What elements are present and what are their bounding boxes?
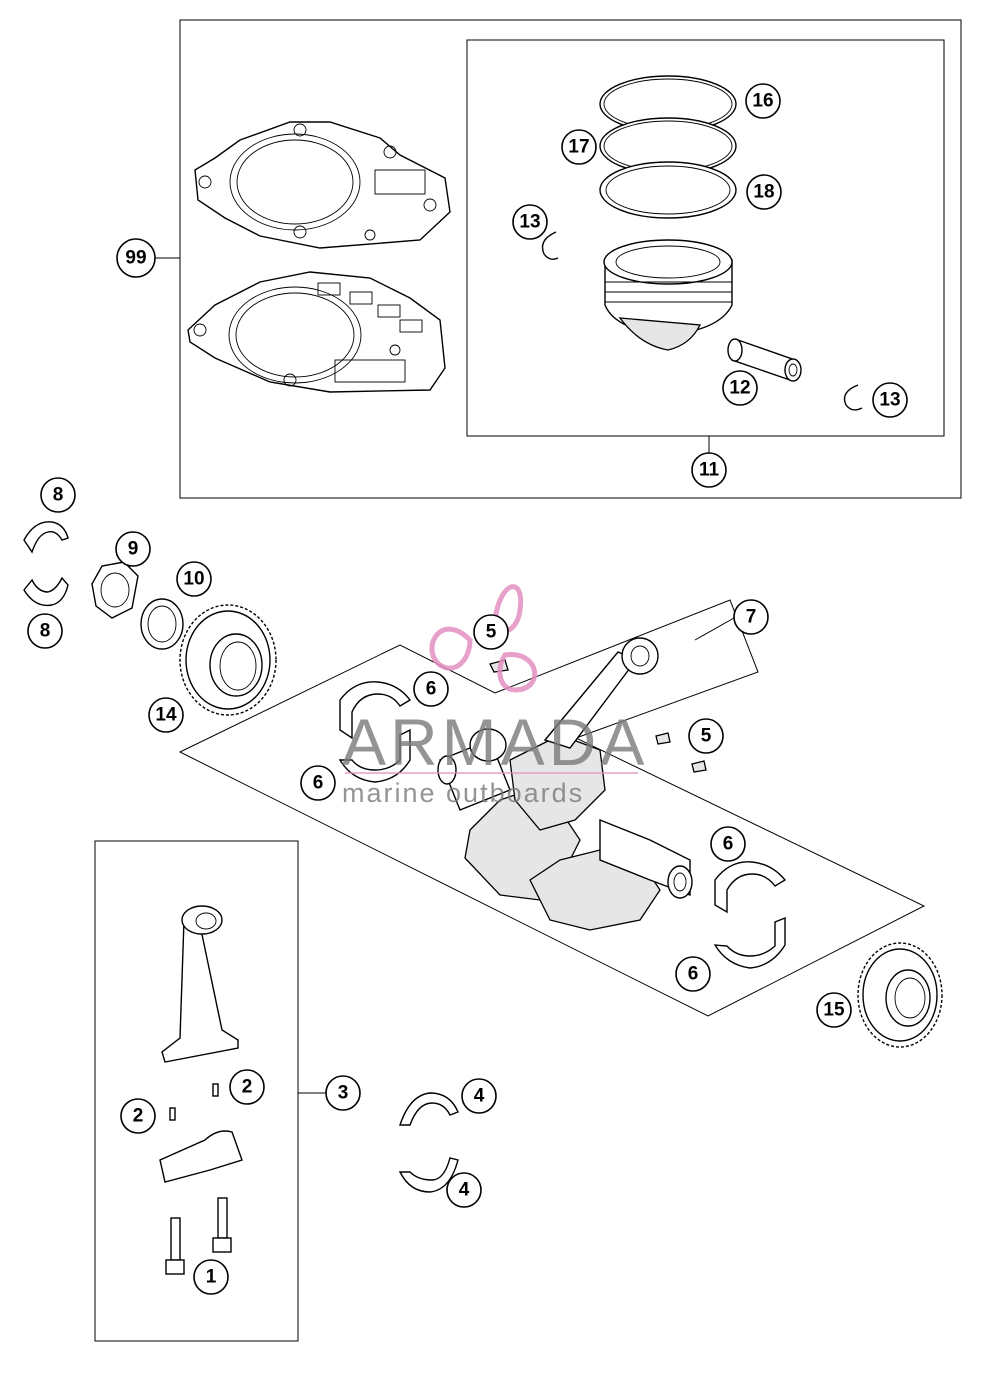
conrod-kit-frame: [94, 840, 299, 1342]
callout-4: 4: [461, 1078, 497, 1114]
woodruff-key-right-lower: [691, 760, 707, 773]
svg-text:1: 1: [206, 1267, 217, 1288]
svg-text:18: 18: [753, 182, 774, 203]
balancer-gear: [857, 942, 943, 1048]
svg-text:5: 5: [701, 726, 712, 747]
connecting-rod-installed: [543, 637, 659, 749]
leader-lines: [155, 257, 735, 1094]
svg-text:13: 13: [879, 390, 900, 411]
callout-13: 13: [872, 382, 908, 418]
svg-text:13: 13: [519, 212, 540, 233]
circlip-right: [843, 384, 863, 411]
callout-5: 5: [688, 718, 724, 754]
callout-9: 9: [115, 531, 151, 567]
rod-bolts: [165, 1197, 232, 1275]
hex-nut: [91, 561, 139, 619]
bearing-shell-upper: [23, 521, 69, 554]
svg-text:14: 14: [155, 705, 177, 726]
crankshaft: [437, 728, 693, 931]
svg-text:4: 4: [459, 1180, 470, 1201]
connecting-rod-cap: [159, 1130, 243, 1183]
callout-8: 8: [40, 477, 76, 513]
svg-text:9: 9: [128, 539, 139, 560]
washer: [140, 598, 184, 650]
primary-gear: [179, 604, 277, 716]
svg-text:2: 2: [242, 1077, 253, 1098]
callout-14: 14: [148, 697, 184, 733]
svg-text:99: 99: [125, 248, 146, 269]
rod-bearing-upper: [399, 1092, 459, 1126]
callout-10: 10: [176, 561, 212, 597]
callout-8: 8: [27, 613, 63, 649]
svg-text:8: 8: [53, 485, 64, 506]
callout-6: 6: [300, 765, 336, 801]
callout-4: 4: [446, 1172, 482, 1208]
callout-13: 13: [512, 204, 548, 240]
circlip-left: [541, 231, 559, 261]
cylinder-head-gasket-upper: [194, 121, 451, 249]
callout-17: 17: [561, 129, 597, 165]
svg-text:17: 17: [568, 137, 589, 158]
svg-text:6: 6: [313, 773, 324, 794]
svg-text:2: 2: [133, 1106, 144, 1127]
crank-bearing-left-upper: [339, 681, 412, 740]
svg-text:6: 6: [723, 834, 734, 855]
svg-text:10: 10: [183, 569, 204, 590]
callout-6: 6: [413, 671, 449, 707]
svg-text:3: 3: [338, 1083, 349, 1104]
crank-bearing-right-upper: [714, 861, 787, 914]
crank-bearing-right-lower: [713, 916, 786, 969]
callout-7: 7: [733, 599, 769, 635]
svg-text:6: 6: [426, 679, 437, 700]
piston-pin: [727, 338, 802, 382]
callout-6: 6: [675, 956, 711, 992]
watermark-title: ARMADA: [342, 705, 648, 779]
cylinder-base-gasket-lower: [187, 271, 446, 393]
callout-18: 18: [746, 174, 782, 210]
callout-16: 16: [745, 83, 781, 119]
crankshaft-assembly-frame: [178, 599, 926, 1017]
rod-bearing-lower: [398, 1157, 459, 1193]
piston: [603, 239, 733, 351]
callout-2: 2: [120, 1098, 156, 1134]
svg-text:8: 8: [40, 621, 51, 642]
svg-text:4: 4: [474, 1086, 485, 1107]
crank-bearing-left-lower: [338, 728, 411, 783]
callout-3: 3: [325, 1075, 361, 1111]
svg-text:16: 16: [752, 91, 773, 112]
callout-12: 12: [722, 370, 758, 406]
callout-15: 15: [816, 992, 852, 1028]
rod-dowel-pins: [169, 1083, 219, 1121]
svg-text:5: 5: [486, 622, 497, 643]
callout-5: 5: [473, 614, 509, 650]
connecting-rod: [161, 905, 239, 1063]
piston-kit-frame: [466, 39, 945, 437]
woodruff-key-right-upper: [655, 732, 671, 745]
callout-11: 11: [691, 452, 727, 488]
svg-text:11: 11: [699, 460, 720, 481]
watermark: ARMADA marine outboards: [342, 584, 648, 808]
watermark-subtitle: marine outboards: [342, 778, 584, 808]
svg-text:12: 12: [729, 378, 750, 399]
svg-text:6: 6: [688, 964, 699, 985]
callout-6: 6: [710, 826, 746, 862]
svg-text:15: 15: [823, 1000, 845, 1021]
piston-ring-middle: [599, 117, 737, 175]
callout-99: 99: [116, 238, 156, 278]
gasket-kit-frame: [179, 19, 962, 499]
svg-text:7: 7: [746, 607, 757, 628]
callout-2: 2: [229, 1069, 265, 1105]
callout-1: 1: [193, 1259, 229, 1295]
piston-ring-oil: [599, 161, 737, 219]
bearing-shell-lower: [23, 576, 69, 607]
